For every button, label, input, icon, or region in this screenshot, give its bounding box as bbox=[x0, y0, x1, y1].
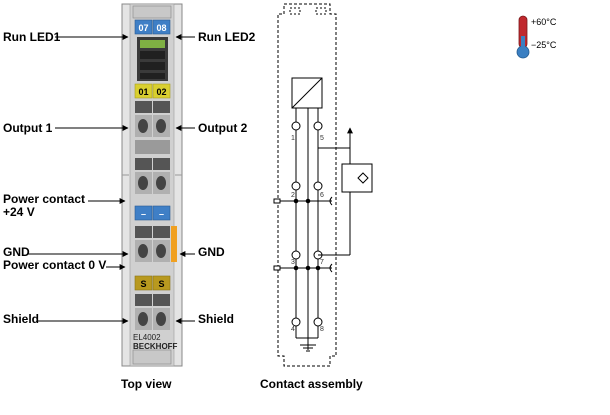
label-run-led2: Run LED2 bbox=[198, 30, 256, 44]
contact-number-1: 1 bbox=[291, 135, 295, 142]
model-label: EL4002 bbox=[133, 333, 161, 342]
label-output1: Output 1 bbox=[3, 121, 53, 135]
label-output2: Output 2 bbox=[198, 121, 248, 135]
shield-marker-1-text: S bbox=[140, 279, 146, 289]
contact-assembly bbox=[273, 3, 373, 367]
gnd-power-contact bbox=[171, 226, 177, 262]
contact-number-2: 2 bbox=[291, 192, 295, 199]
temperature-max: +60°C bbox=[531, 17, 557, 27]
contact-springs bbox=[135, 101, 170, 194]
contact-number-4: 4 bbox=[291, 326, 295, 333]
shield-marker-2-text: S bbox=[158, 279, 164, 289]
contact-number-5: 5 bbox=[320, 135, 324, 142]
label-gnd-left: GND bbox=[3, 245, 30, 259]
status-marker-2-text: 02 bbox=[156, 87, 166, 97]
label-power-contact-0v: Power contact 0 V bbox=[3, 258, 107, 272]
contact-number-7: 7 bbox=[320, 259, 324, 266]
label-power-contact-24v-line2: +24 V bbox=[3, 205, 35, 219]
thermometer-icon bbox=[516, 15, 530, 59]
shield-springs bbox=[135, 294, 170, 330]
caption-contact-assembly: Contact assembly bbox=[260, 377, 363, 391]
temperature-min: −25°C bbox=[531, 40, 557, 50]
contact-numbers: 1 5 2 6 3 7 4 8 bbox=[291, 135, 324, 333]
label-arrows bbox=[28, 34, 195, 324]
power-marker-1-text: – bbox=[141, 209, 146, 219]
run-led-1-text: 07 bbox=[138, 23, 148, 33]
led-window bbox=[137, 37, 168, 81]
label-shield-left: Shield bbox=[3, 312, 40, 326]
gnd-springs bbox=[135, 226, 177, 262]
contact-number-3: 3 bbox=[291, 259, 295, 266]
label-gnd-right: GND bbox=[198, 245, 225, 259]
run-led-1 bbox=[134, 19, 153, 35]
contact-number-8: 8 bbox=[320, 326, 324, 333]
power-markers: – – bbox=[134, 205, 171, 221]
brand-label: BECKHOFF bbox=[133, 342, 178, 351]
run-led-block: 07 08 bbox=[134, 19, 171, 35]
caption-top-view: Top view bbox=[121, 377, 172, 391]
status-marker-1-text: 01 bbox=[138, 87, 148, 97]
run-led-2-text: 08 bbox=[156, 23, 166, 33]
run-led-2 bbox=[152, 19, 171, 35]
status-markers: 01 02 bbox=[134, 83, 171, 99]
shield-markers: S S bbox=[134, 275, 171, 291]
label-power-contact-24v-line1: Power contact bbox=[3, 192, 86, 206]
label-shield-right: Shield bbox=[198, 312, 235, 326]
contact-number-6: 6 bbox=[320, 192, 324, 199]
power-marker-2-text: – bbox=[159, 209, 164, 219]
label-run-led1: Run LED1 bbox=[3, 30, 61, 44]
